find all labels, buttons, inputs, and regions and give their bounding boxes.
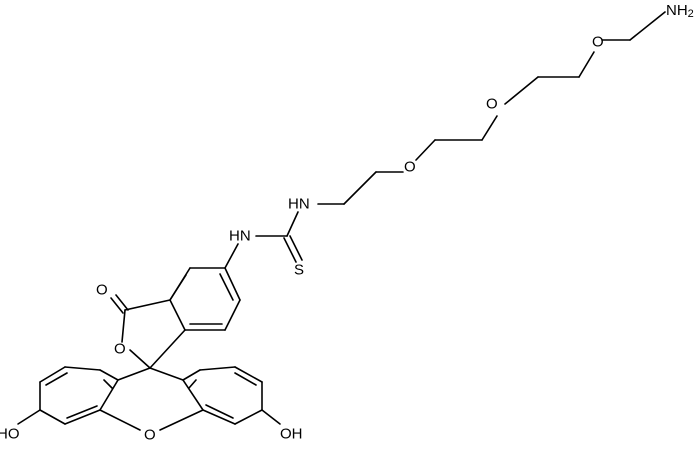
bond [504, 76, 539, 105]
bond [578, 51, 595, 78]
hydroxyl-right: OH [280, 426, 303, 443]
bond [629, 11, 666, 41]
bond [115, 294, 129, 311]
bond [481, 115, 498, 141]
thione-sulfur: S [294, 262, 304, 279]
thiourea-nh-chain: HN [288, 196, 310, 213]
bond [224, 267, 241, 301]
amine-nh-text: NH [666, 2, 688, 19]
bond [66, 405, 98, 419]
ether-oxygen-1: O [592, 34, 604, 51]
atom-labels: NH2 O O O HN HN S O O O HO OH [0, 2, 694, 444]
bond [39, 366, 66, 383]
bond [64, 409, 101, 425]
bond [286, 211, 299, 237]
bond [224, 299, 241, 331]
bond [121, 309, 126, 343]
bond [17, 409, 41, 425]
bond [289, 235, 303, 261]
bond [64, 366, 101, 371]
bond [99, 409, 141, 431]
bond [149, 367, 184, 381]
ether-oxygen-2: O [486, 96, 498, 113]
bond [45, 372, 68, 386]
bond [234, 409, 263, 425]
bond [182, 379, 204, 411]
bond [205, 404, 234, 419]
bond [415, 139, 436, 161]
bond [129, 349, 151, 369]
lactone-ring [110, 294, 186, 369]
bond [182, 369, 201, 381]
bond [159, 409, 204, 431]
xanthene-oxygen: O [144, 427, 156, 444]
amine-subscript: 2 [688, 8, 694, 20]
bond [261, 409, 281, 425]
carbonyl-oxygen: O [96, 282, 108, 299]
thiourea-nh-aryl: HN [229, 228, 251, 245]
bond [103, 379, 113, 389]
bond [199, 366, 236, 371]
bond [224, 243, 239, 269]
bond [110, 297, 124, 314]
bond [99, 379, 119, 411]
bond [99, 369, 119, 381]
amine-label: NH2 [666, 2, 694, 21]
benzene-ring-upper [169, 267, 241, 331]
bond [39, 409, 66, 425]
lactone-oxygen: O [114, 341, 126, 358]
bond [149, 329, 186, 369]
ether-oxygen-3: O [404, 159, 416, 176]
thiourea-group [224, 211, 303, 269]
bond [234, 372, 257, 386]
amine-peg-chain [317, 11, 666, 205]
xanthene-core [17, 366, 281, 431]
hydroxyl-left: HO [0, 426, 20, 443]
bond [117, 367, 151, 381]
bond [234, 366, 263, 383]
bond [343, 171, 377, 205]
bond [169, 274, 187, 301]
bond [283, 237, 297, 263]
bond [202, 409, 236, 425]
bond [188, 379, 197, 389]
bond [169, 299, 186, 331]
bond [124, 299, 171, 311]
bond [219, 273, 234, 301]
